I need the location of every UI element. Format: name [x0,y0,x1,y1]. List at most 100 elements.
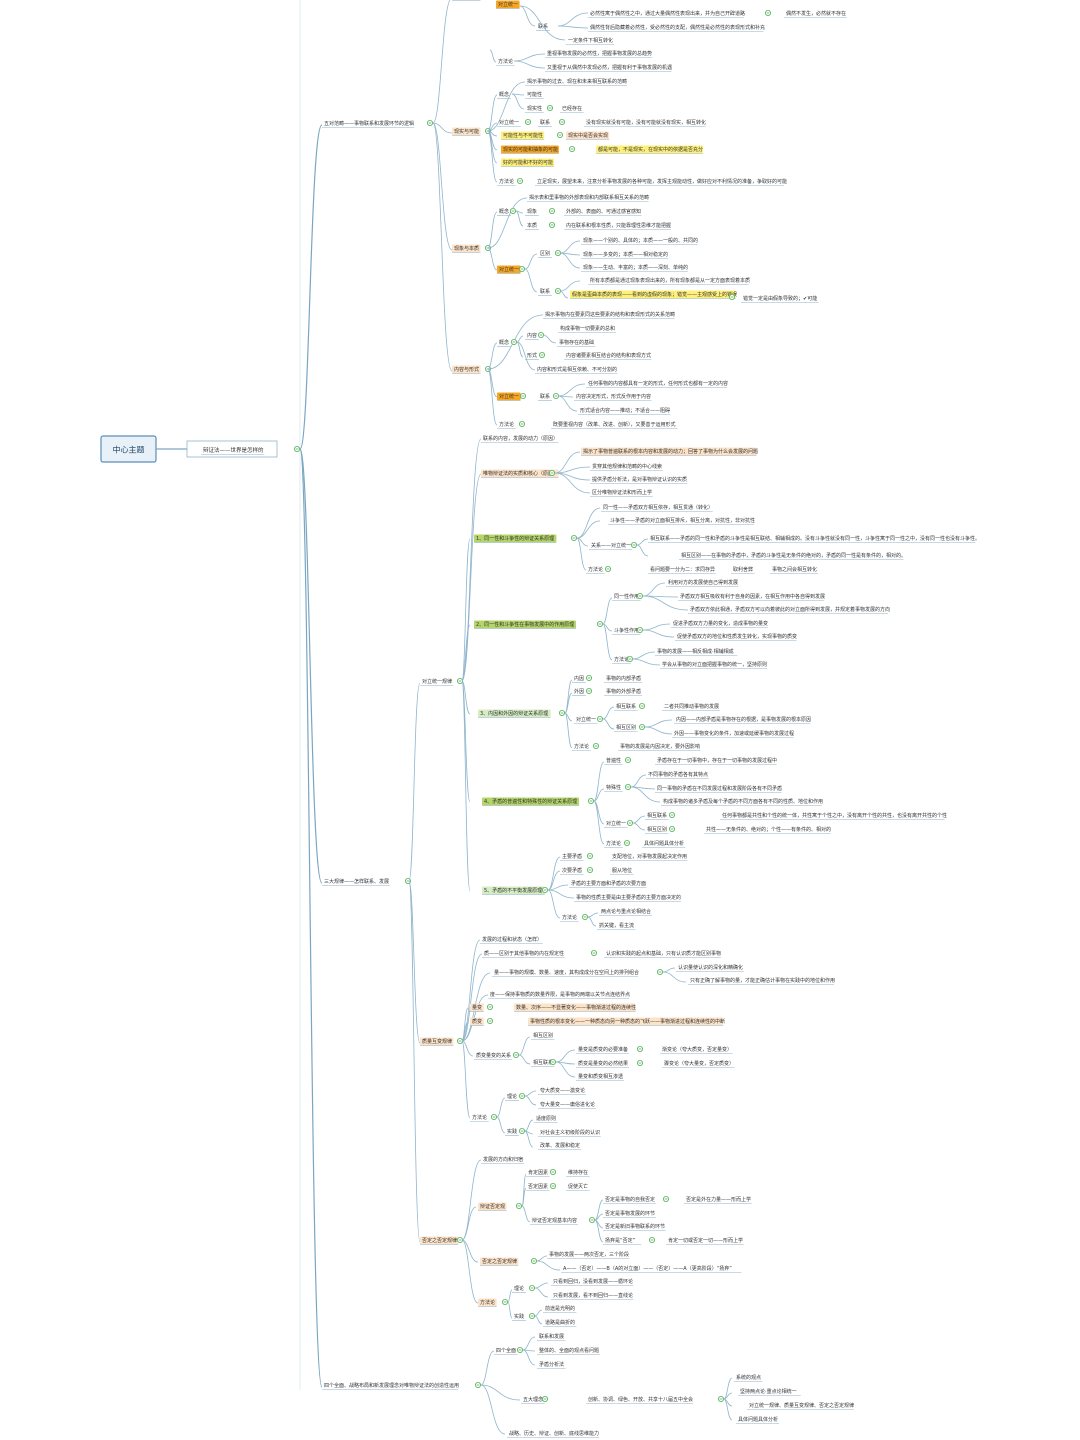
collapse-toggle-icon[interactable] [550,1183,557,1190]
topic-node[interactable]: 对立统一 [604,820,628,828]
collapse-toggle-icon[interactable] [627,820,634,827]
topic-node[interactable]: 揭示表和里事物的外部表现和内部联系相互关系的范畴 [527,194,649,202]
topic-node[interactable]: 外部的、表面的、可通过感官感知 [564,208,642,216]
collapse-toggle-icon[interactable] [531,1258,538,1265]
root-topic[interactable]: 中心主题 [100,435,157,463]
topic-node[interactable]: 内容诸要素相互结合的结构和表现方式 [564,352,652,360]
topic-node[interactable]: 渐变论（夸大质变，否定量变） [660,1046,733,1054]
topic-node[interactable]: 道路是曲折的 [543,1319,577,1327]
topic-node[interactable]: 重视事物发展的必然性，把握事物发展的总趋势 [545,50,652,58]
topic-node[interactable]: 具体问题具体分析 [736,1416,780,1424]
topic-node[interactable]: 相互联系 [614,703,638,711]
collapse-toggle-icon[interactable] [501,1299,508,1306]
topic-node[interactable]: 本质 [525,222,539,230]
topic-node[interactable]: 内因——内部矛盾是事物存在的根据，是事物发展的根本原因 [674,716,811,724]
topic-node[interactable]: 揭示事物的过去、现在和未来相互联系的范畴 [525,78,627,86]
collapse-toggle-icon[interactable] [625,784,632,791]
topic-node[interactable]: 方法论 [496,58,515,66]
topic-node[interactable]: 现象 [525,208,539,216]
topic-node[interactable]: A——（否定）——B（A的对立面）——（否定）——A（更高阶段）“扬弃” [561,1265,742,1273]
topic-node[interactable]: 方法论 [470,1114,489,1122]
topic-node[interactable]: 内在联系和根本性质，只能靠理性思维才能把握 [564,222,671,230]
topic-node[interactable]: 联系 [536,23,550,31]
collapse-toggle-icon[interactable] [559,710,566,717]
category-node[interactable]: 现实与可能 [452,127,481,136]
topic-node[interactable]: 内容和形式是相互依赖、不可分割的 [535,366,618,374]
branch-2-node[interactable]: 三大规律——怎样联系、发展 [322,878,390,886]
principle-node[interactable]: 5、矛盾的不平衡发展原理 [482,886,545,895]
topic-node[interactable]: 同一性作用 [612,593,641,601]
topic-node[interactable]: 夸大质变——激变论 [538,1087,587,1095]
topic-node[interactable]: 揭示了事物普遍联系的根本内容和发展的动力；回答了事物为什么会发展的问题 [581,447,758,456]
collapse-toggle-icon[interactable] [520,392,527,399]
collapse-toggle-icon[interactable] [669,826,676,833]
collapse-toggle-icon[interactable] [538,331,545,338]
topic-node[interactable]: 理论 [512,1285,526,1293]
topic-node[interactable]: 对立统一 [497,119,521,127]
topic-node[interactable]: 事物的外部矛盾 [604,688,643,696]
topic-node[interactable]: 形式适合内容——推动；不适合——阻碍 [578,407,671,415]
topic-node[interactable]: 相互区别 [531,1032,555,1040]
topic-node[interactable]: 理论 [505,1093,519,1101]
collapse-toggle-icon[interactable] [542,887,549,894]
topic-node[interactable]: 只有正确了解事物的量，才能正确估计事物在实践中的地位和作用 [688,977,835,985]
topic-node[interactable]: 学会从事物的对立面把握事物的统一，坚持原则 [660,661,767,669]
collapse-toggle-icon[interactable] [586,688,593,695]
collapse-toggle-icon[interactable] [571,535,578,542]
topic-node[interactable]: 五大理念 [521,1396,545,1404]
topic-node[interactable]: 辩证否定观基本内容 [530,1217,579,1225]
collapse-toggle-icon[interactable] [547,105,554,112]
topic-node[interactable]: 对立统一 [497,392,521,401]
collapse-toggle-icon[interactable] [597,716,604,723]
collapse-toggle-icon[interactable] [637,1060,644,1067]
topic-node[interactable]: 又重视于从偶然中发现必然，把握有利于事物发展的机遇 [545,64,672,72]
topic-node[interactable]: 联系的内容，发展的动力（原因） [481,435,559,443]
topic-node[interactable]: 主要矛盾 [560,853,584,861]
collapse-toggle-icon[interactable] [549,221,556,228]
topic-node[interactable]: 只看到发展，看不到回归——直线论 [551,1292,634,1300]
topic-node[interactable]: 相互联系 [531,1059,555,1067]
topic-node[interactable]: 认识量使认识的深化和精确化 [676,964,744,972]
topic-node[interactable]: 相互区别 [614,724,638,732]
topic-node[interactable]: 维持存在 [566,1169,590,1177]
topic-node[interactable]: 支配地位，对事物发展起决定作用 [610,853,688,861]
topic-node[interactable]: 对立统一 [497,265,521,274]
topic-node[interactable]: 事物性质的根本变化——一种质态向另一种质态的飞跃——事物渐进过程和连续性的中断 [528,1017,725,1026]
collapse-toggle-icon[interactable] [588,798,595,805]
collapse-toggle-icon[interactable] [729,293,736,300]
topic-node[interactable]: 否定之否定规律 [480,1257,519,1266]
principle-node[interactable]: 3、内因和外因的辩证关系原理 [478,709,551,718]
topic-node[interactable]: 事物存在的基础 [557,339,596,347]
topic-node[interactable]: 服从地位 [610,867,634,875]
topic-node[interactable]: 现实性 [525,105,544,113]
topic-node[interactable]: 方法论 [612,656,631,664]
topic-node[interactable]: 扬弃是“否定” [603,1237,642,1245]
topic-node[interactable]: 方法论 [572,743,591,751]
collapse-toggle-icon[interactable] [559,119,566,126]
topic-node[interactable]: 现象——生动、丰富的；本质——深刻、单纯的 [581,264,688,272]
topic-node[interactable]: 相互联系 [645,812,669,820]
topic-node[interactable]: 斗争性——矛盾的对立面相互排斥，相互分离，对抗性，非对抗性 [608,517,755,525]
collapse-toggle-icon[interactable] [549,207,556,214]
collapse-toggle-icon[interactable] [587,853,594,860]
topic-node[interactable]: 适度原则 [534,1115,558,1123]
collapse-toggle-icon[interactable] [597,621,604,628]
principle-node[interactable]: 4、矛盾的普遍性和特殊性的辩证关系原理 [482,797,580,806]
collapse-toggle-icon[interactable] [517,1347,524,1354]
topic-node[interactable]: 事物之间会相互转化 [770,566,819,574]
topic-node[interactable]: 否定是事物的自我否定 [603,1196,656,1204]
topic-node[interactable]: 具体问题具体分析 [642,840,686,848]
topic-node[interactable]: 矛盾双方依此相通，矛盾双方可以向着彼此的对立面所得到发展，并规定着事物发展的方向 [688,606,890,614]
topic-node[interactable]: 只看到回归，没看到发展——循环论 [551,1278,634,1286]
collapse-toggle-icon[interactable] [550,1059,557,1066]
collapse-toggle-icon[interactable] [519,1128,526,1135]
collapse-toggle-icon[interactable] [516,1203,523,1210]
category-node[interactable]: 现象与本质 [452,244,481,253]
topic-node[interactable]: 概念 [497,339,511,347]
topic-node[interactable]: 联系 [538,119,552,127]
topic-node[interactable]: 假象是歪曲本质的表现——看到的虚假的现象；错觉——主观感受上的错误 [570,290,737,299]
topic-node[interactable]: 同一性——矛盾双方相互依存，相互贯通（转化） [601,504,713,512]
topic-node[interactable]: 概念 [497,208,511,216]
collapse-toggle-icon[interactable] [555,249,562,256]
topic-node[interactable]: 质变 [470,1017,484,1026]
